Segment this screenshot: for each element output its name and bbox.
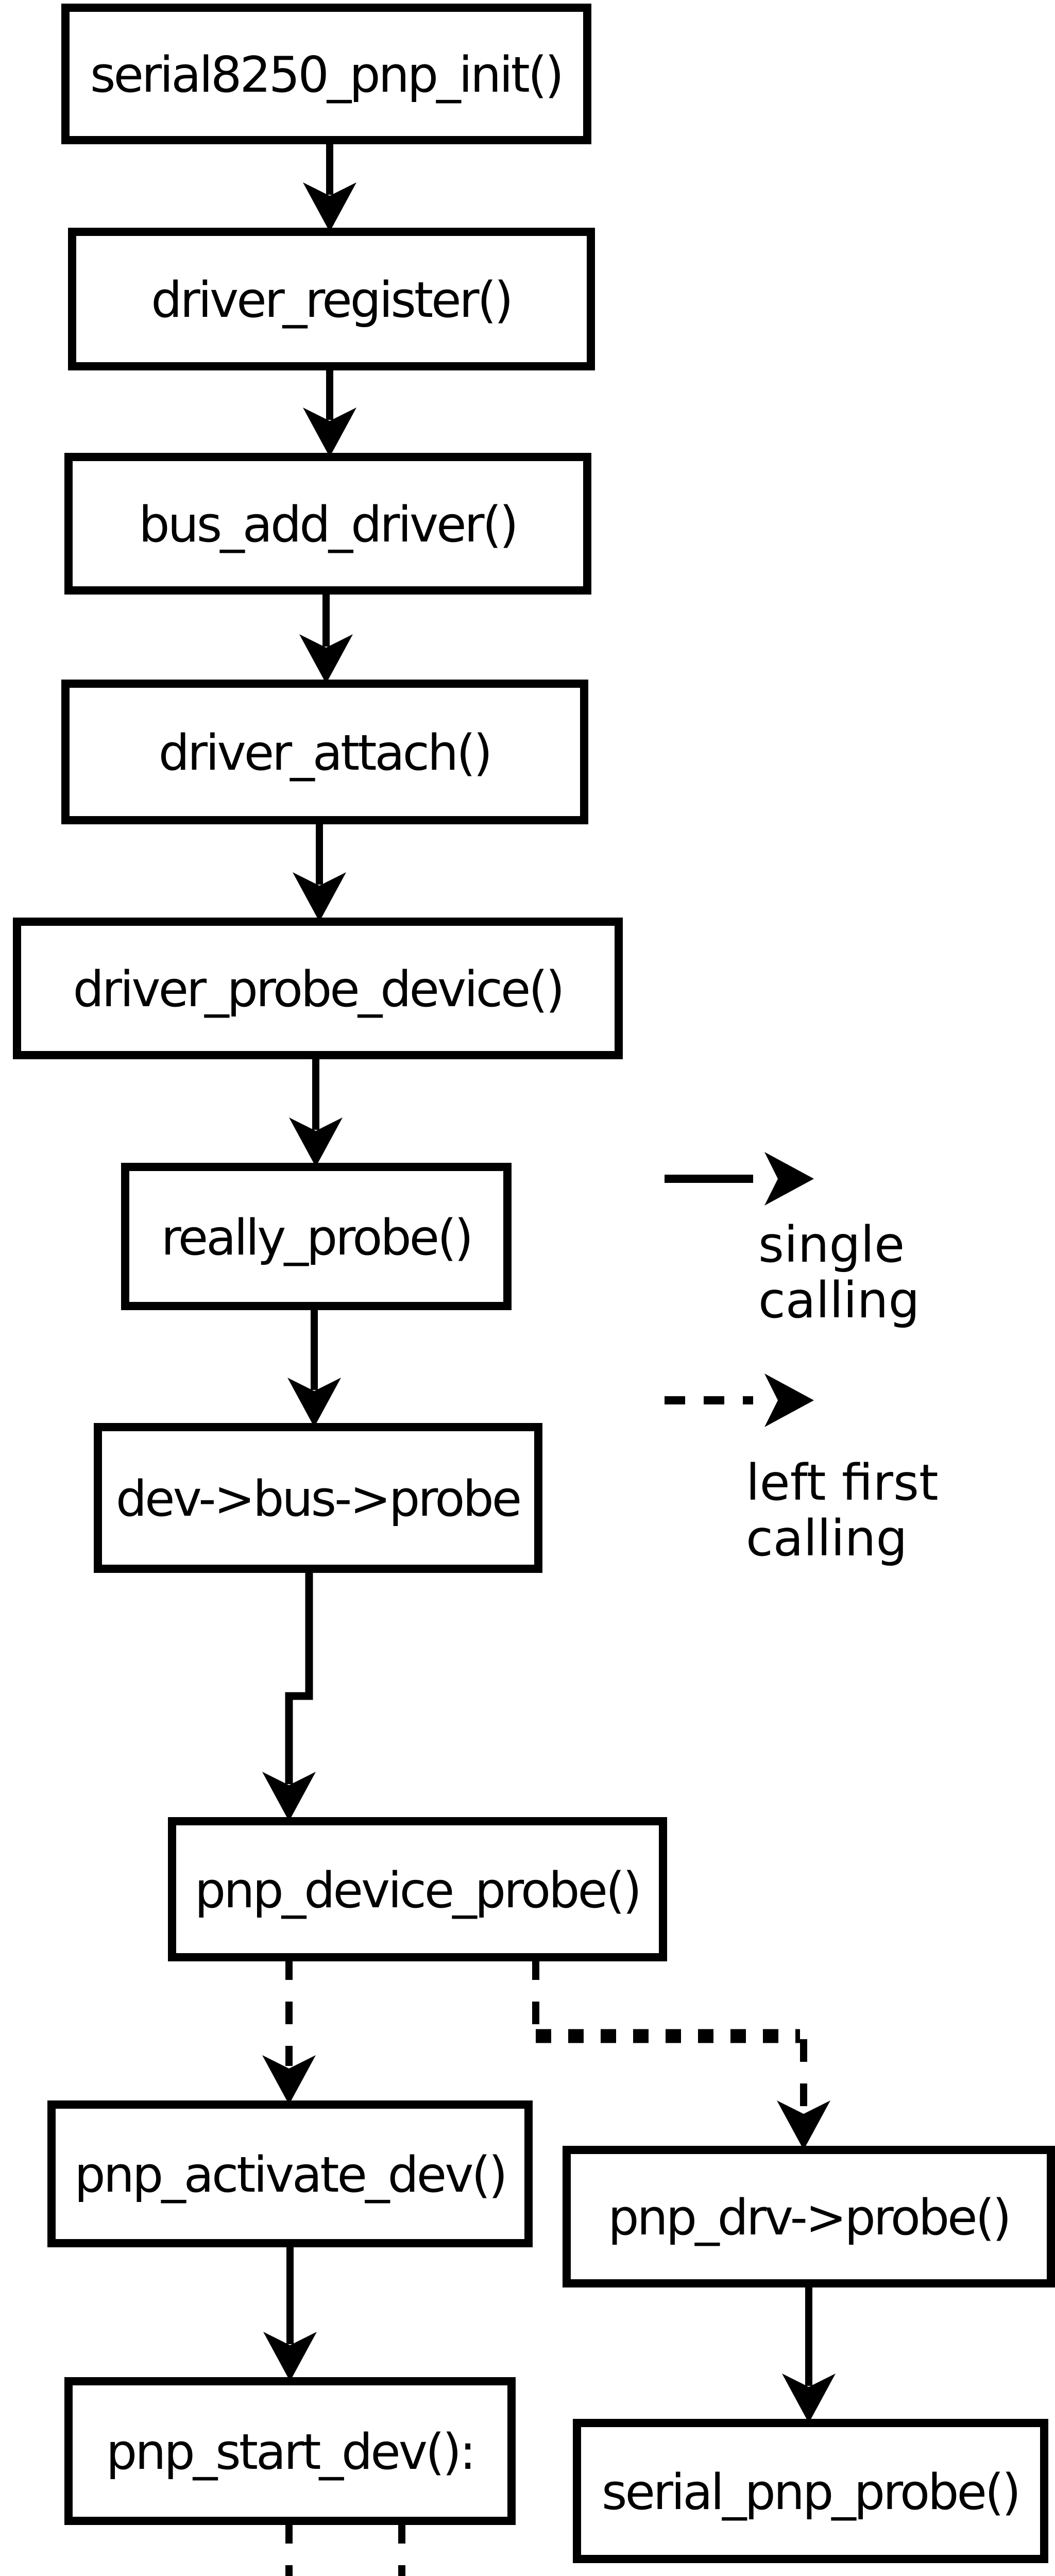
driver-register-label: driver_register() <box>151 272 511 329</box>
legend: single calling left first calling <box>665 1152 939 1567</box>
dev-bus-probe-label: dev->bus->probe <box>116 1471 520 1528</box>
legend-dashed-label-line1: left first <box>746 1454 939 1512</box>
arrow-pnp-activate-dev-to-pnp-start-dev <box>263 2243 317 2381</box>
node-driver-attach: driver_attach() <box>61 680 588 824</box>
pnp-drv-probe-label: pnp_drv->probe() <box>608 2190 1010 2246</box>
driver-attach-label: driver_attach() <box>159 725 490 782</box>
serial8250-pnp-init-label: serial8250_pnp_init() <box>90 47 562 104</box>
dashed-arrow-pnp-start-dev-to-dev-protocol-set <box>285 2521 293 2576</box>
pnp-start-dev-box <box>64 2377 516 2525</box>
arrowhead-down-icon <box>262 1772 316 1821</box>
arrowhead-down-icon <box>289 1117 343 1167</box>
dashed-arrow-pnp-device-probe-to-pnp-activate-dev <box>262 1957 316 2105</box>
pnp-start-dev-label: pnp_start_dev(): <box>106 2424 474 2481</box>
node-pnp-device-probe: pnp_device_probe() <box>168 1817 667 1961</box>
arrow-driver-register-to-bus-add-driver <box>303 366 356 457</box>
arrowhead-down-icon <box>782 2374 836 2423</box>
bus-add-driver-label: bus_add_driver() <box>139 497 516 553</box>
serial-pnp-probe-box <box>573 2419 1048 2563</box>
arrowhead-down-icon <box>299 634 353 684</box>
legend-solid-label-line2: calling <box>758 1272 920 1329</box>
node-pnp-activate-dev: pnp_activate_dev() <box>47 2100 533 2247</box>
arrow-driver-attach-to-driver-probe-device <box>293 820 346 922</box>
node-driver-probe-device: driver_probe_device() <box>13 918 623 1059</box>
arrowhead-down-icon <box>263 2332 317 2381</box>
node-serial-pnp-probe: serial_pnp_probe() <box>573 2419 1048 2563</box>
driver-attach-box <box>61 680 588 824</box>
arrow-shaft-jogged <box>285 1569 313 1784</box>
arrowhead-down-icon <box>303 408 356 457</box>
node-driver-register: driver_register() <box>68 228 595 370</box>
legend-dashed-entry: left first calling <box>665 1374 939 1567</box>
arrow-dev-bus-probe-to-pnp-device-probe <box>262 1569 316 1821</box>
arrowhead-down-icon <box>287 1378 341 1427</box>
arrowhead-right-icon <box>764 1374 814 1427</box>
pnp-device-probe-box <box>168 1817 667 1961</box>
really-probe-box <box>121 1163 512 1310</box>
pnp-activate-dev-label: pnp_activate_dev() <box>74 2147 505 2204</box>
driver-probe-device-label: driver_probe_device() <box>73 961 563 1018</box>
dev-bus-probe-box <box>94 1423 542 1573</box>
pnp-drv-probe-box <box>563 2146 1055 2287</box>
legend-solid-entry: single calling <box>665 1152 920 1329</box>
dashed-arrow-pnp-device-probe-to-pnp-drv-probe <box>532 1957 830 2150</box>
pnp-device-probe-label: pnp_device_probe() <box>195 1862 640 1919</box>
arrowhead-down-icon <box>293 872 346 922</box>
node-pnp-start-dev: pnp_start_dev(): <box>64 2377 516 2525</box>
arrow-driver-probe-device-to-really-probe <box>289 1055 343 1167</box>
node-dev-bus-probe: dev->bus->probe <box>94 1423 542 1573</box>
serial-pnp-probe-label: serial_pnp_probe() <box>602 2464 1019 2521</box>
arrowhead-down-icon <box>262 2055 316 2105</box>
arrowhead-down-icon <box>303 182 356 232</box>
legend-solid-label-line1: single <box>758 1216 905 1274</box>
node-serial8250-pnp-init: serial8250_pnp_init() <box>61 4 591 144</box>
arrow-pnp-drv-probe-to-serial-pnp-probe <box>782 2283 836 2423</box>
node-pnp-drv-probe: pnp_drv->probe() <box>563 2146 1055 2287</box>
arrow-serial8250-pnp-init-to-driver-register <box>303 140 356 232</box>
arrowhead-down-icon <box>777 2100 830 2150</box>
node-really-probe: really_probe() <box>121 1163 512 1310</box>
arrow-bus-add-driver-to-driver-attach <box>299 590 353 684</box>
arrow-really-probe-to-dev-bus-probe <box>287 1306 341 1427</box>
legend-dashed-label-line2: calling <box>746 1510 907 1567</box>
really-probe-label: really_probe() <box>161 1210 471 1266</box>
node-bus-add-driver: bus_add_driver() <box>64 453 591 595</box>
arrowhead-right-icon <box>764 1152 814 1206</box>
